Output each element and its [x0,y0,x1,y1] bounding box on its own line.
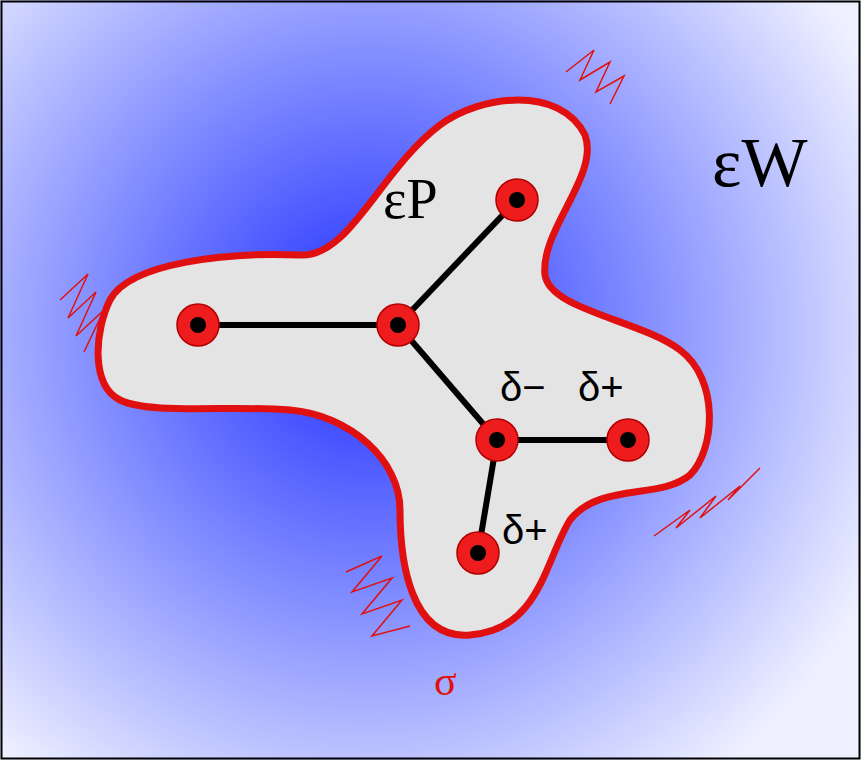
spring-zigzag [346,556,410,636]
atom [457,532,499,574]
permittivity-label: εP [383,171,438,227]
atom [607,419,649,461]
atom-center [190,317,206,333]
bond [398,325,497,440]
atom [476,419,518,461]
cavity-outline [88,83,722,649]
spring-zigzags [60,50,760,636]
molecule-cavity: εP [88,83,722,649]
atom [177,304,219,346]
partial-charge: δ− [500,367,546,407]
atom-center [620,432,636,448]
partial-charge: δ+ [578,367,624,407]
atom [377,304,419,346]
permittivity-label: εW [712,128,807,198]
atom [496,179,538,221]
atom-center [509,192,525,208]
surface-tension-label: σ [434,660,457,702]
spring-zigzag [566,50,624,104]
atom-center [390,317,406,333]
partial-charge: δ+ [502,510,548,550]
cavity-surface [98,100,709,635]
bond [198,322,398,328]
atom-center [489,432,505,448]
atom-center [470,545,486,561]
